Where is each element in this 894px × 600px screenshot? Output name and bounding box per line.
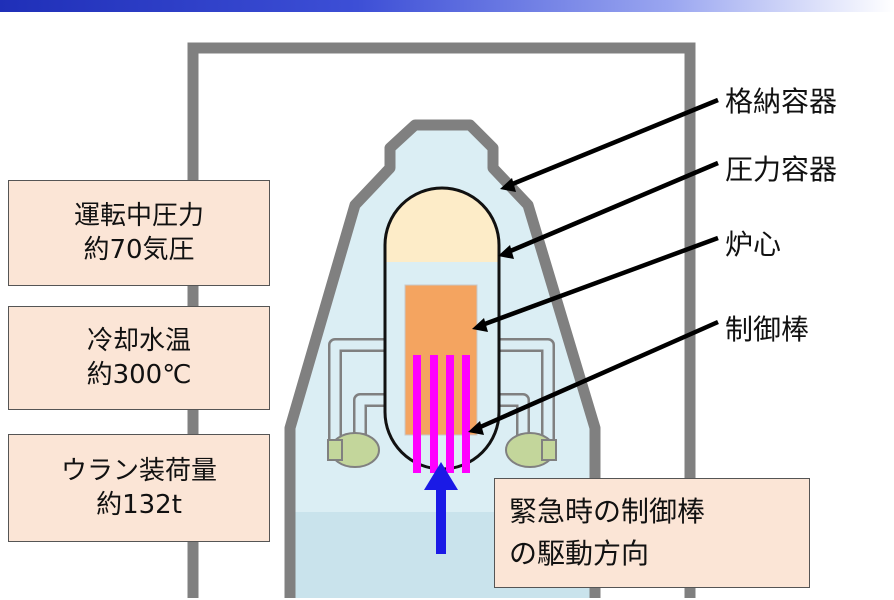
label-control-rod: 制御棒 <box>725 313 810 346</box>
containment-vessel-wall <box>284 119 601 598</box>
emergency-drive-note: 緊急時の制御棒 の駆動方向 <box>494 478 810 588</box>
pointer-pressure-vessel <box>507 160 719 255</box>
coolant-temperature-value: 約300℃ <box>86 360 192 390</box>
title-bar <box>0 0 894 12</box>
drive-direction-arrow <box>424 462 458 554</box>
pointer-arrows <box>468 97 719 435</box>
operating-pressure-box: 運転中圧力 約70気圧 <box>8 180 270 286</box>
pointer-core <box>481 235 719 328</box>
control-rod <box>430 355 438 473</box>
label-reactor-core: 炉心 <box>725 228 782 261</box>
operating-pressure-value: 約70気圧 <box>83 235 195 265</box>
emergency-drive-note-line2: の駆動方向 <box>509 537 650 570</box>
operating-pressure-title: 運転中圧力 <box>73 201 204 231</box>
label-containment-vessel: 格納容器 <box>725 85 838 118</box>
coolant-temperature-box: 冷却水温 約300℃ <box>8 306 270 410</box>
coolant-temperature-title: 冷却水温 <box>86 326 191 356</box>
recirculation-pump-right <box>505 432 557 468</box>
emergency-drive-note-line1: 緊急時の制御棒 <box>509 495 706 528</box>
pointer-control-rod <box>477 319 719 431</box>
uranium-load-title: ウラン装荷量 <box>60 456 217 486</box>
control-rod <box>462 355 470 473</box>
control-rods <box>413 355 470 473</box>
pressure-vessel-dome <box>385 188 499 262</box>
pointer-containment <box>509 97 719 188</box>
control-rod <box>413 355 421 473</box>
pressure-vessel-wall <box>383 186 501 471</box>
recirculation-pump-left <box>327 432 380 468</box>
uranium-load-value: 約132t <box>96 490 182 520</box>
control-rod <box>446 355 454 473</box>
label-pressure-vessel: 圧力容器 <box>725 153 838 186</box>
recirculation-piping <box>328 338 555 445</box>
uranium-load-box: ウラン装荷量 約132t <box>8 434 270 542</box>
